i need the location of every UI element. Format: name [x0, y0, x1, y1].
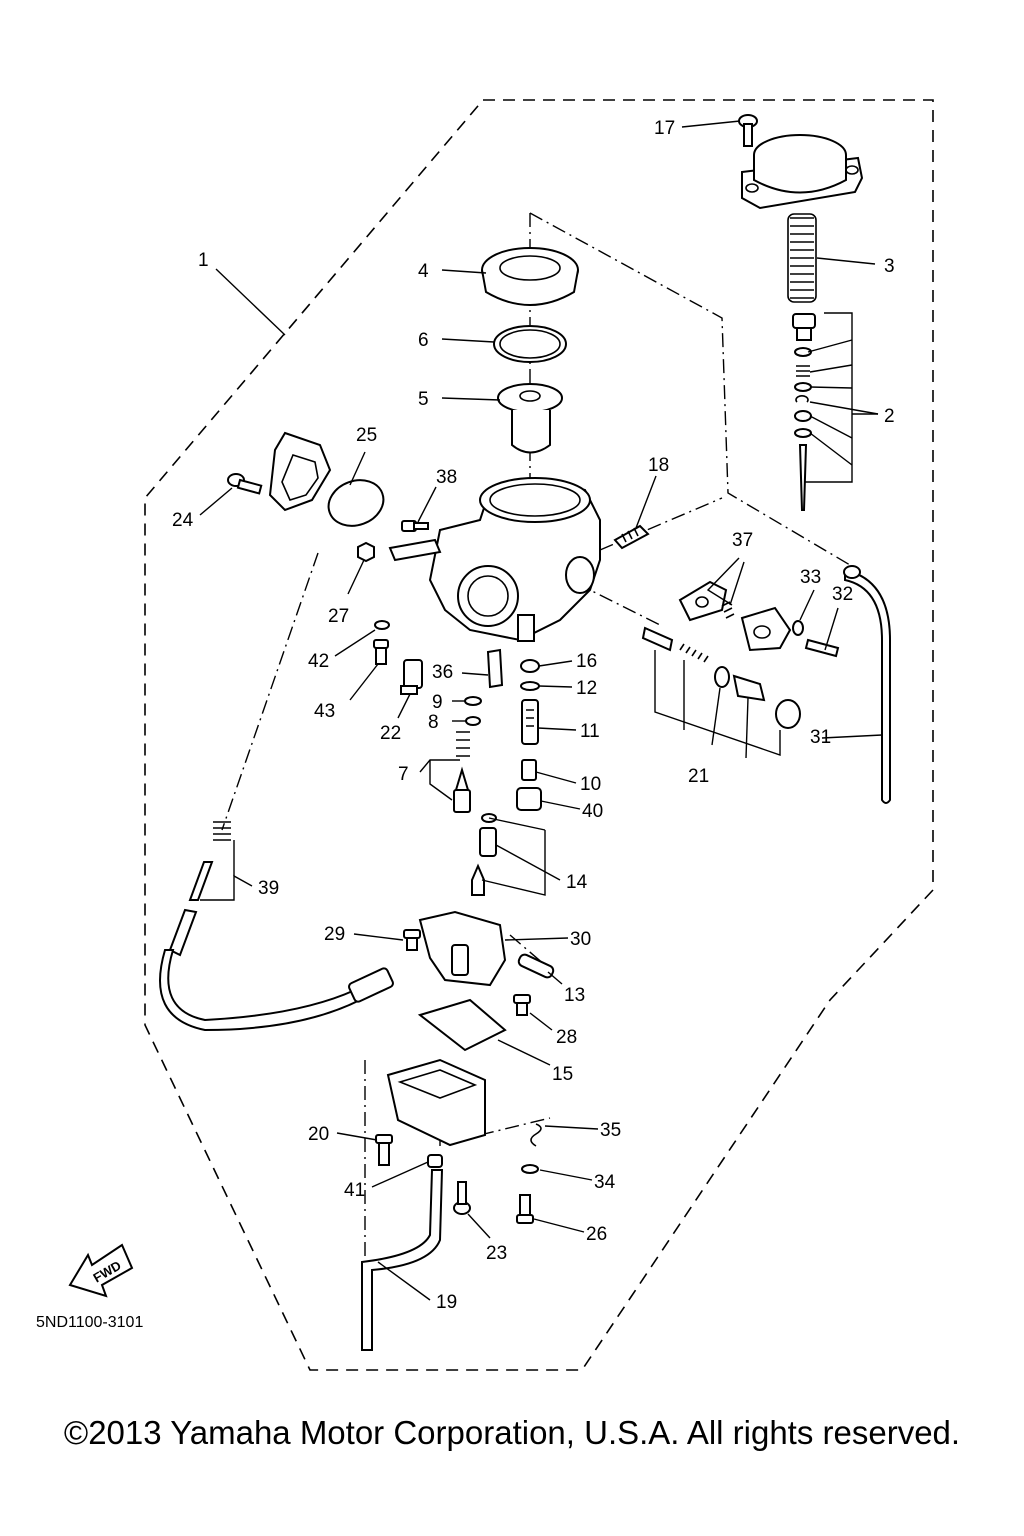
callout-38: 38: [436, 467, 457, 488]
drain-hose: [361, 1169, 444, 1351]
washer-34: [521, 1164, 539, 1174]
o-ring-9: [464, 696, 482, 706]
callout-15: 15: [552, 1064, 573, 1085]
callout-35: 35: [600, 1120, 621, 1141]
callout-29: 29: [324, 924, 345, 945]
callout-2: 2: [884, 406, 895, 427]
callout-6: 6: [418, 330, 429, 351]
callout-24: 24: [172, 510, 194, 531]
copyright-notice: ©2013 Yamaha Motor Corporation, U.S.A. A…: [63, 1414, 961, 1451]
assembly-boundary: [144, 99, 934, 1371]
screw-38: [401, 520, 429, 532]
callout-5: 5: [418, 389, 429, 410]
callout-41: 41: [344, 1180, 365, 1201]
callout-16: 16: [576, 651, 597, 672]
float-30: [418, 910, 507, 987]
o-ring: [493, 325, 567, 363]
callout-37: 37: [732, 530, 753, 551]
intake-flange: [268, 431, 332, 512]
callout-12: 12: [576, 678, 597, 699]
screw-18: [613, 524, 650, 550]
piston-spring: [787, 213, 817, 303]
callout-22: 22: [380, 723, 401, 744]
gasket-15: [417, 998, 507, 1052]
screw-29: [403, 929, 421, 951]
callout-14: 14: [566, 872, 588, 893]
callout-42: 42: [308, 651, 329, 672]
diaphragm: [481, 247, 579, 306]
callout-27: 27: [328, 606, 349, 627]
washer-8: [465, 716, 481, 726]
callout-28: 28: [556, 1027, 577, 1048]
screw-28: [513, 994, 531, 1016]
callout-9: 9: [432, 692, 443, 713]
throttle-piston: [497, 383, 563, 454]
callout-31: 31: [810, 727, 831, 748]
callout-8: 8: [428, 712, 439, 733]
callout-13: 13: [564, 985, 585, 1006]
callout-7: 7: [398, 764, 409, 785]
float-chamber: [386, 1058, 486, 1147]
screw-43: [373, 639, 389, 665]
pin-13: [517, 953, 555, 979]
screw-23: [453, 1181, 471, 1215]
callout-32: 32: [832, 584, 853, 605]
jet-36: [486, 648, 504, 689]
callout-10: 10: [580, 774, 601, 795]
callout-33: 33: [800, 567, 821, 588]
callout-34: 34: [594, 1172, 616, 1193]
callout-18: 18: [648, 455, 669, 476]
hose-31: [843, 565, 891, 804]
leader-lines: [199, 120, 883, 1301]
nut-27: [357, 541, 375, 563]
callout-30: 30: [570, 929, 591, 950]
callout-17: 17: [654, 118, 675, 139]
jet-22: [400, 659, 423, 695]
o-ring-25: [327, 479, 385, 527]
callout-4: 4: [418, 261, 429, 282]
carburetor-body: [388, 476, 601, 642]
needle-jet-stack: [516, 659, 542, 811]
callout-23: 23: [486, 1243, 507, 1264]
washer-42: [374, 620, 390, 630]
cover-33-block: [740, 606, 840, 658]
callout-numbers: 1 2 3 4 5 6 7 8 9 10 11 12 13 14 15 16 1…: [172, 118, 895, 1313]
callout-25: 25: [356, 425, 377, 446]
callout-20: 20: [308, 1124, 329, 1145]
reference-number: 5ND1100-3101: [36, 1314, 143, 1331]
callout-36: 36: [432, 662, 453, 683]
top-cover: [741, 134, 864, 210]
callout-19: 19: [436, 1292, 457, 1313]
callout-1: 1: [198, 250, 209, 271]
screw-26: [516, 1194, 534, 1224]
clamp-41: [427, 1154, 443, 1168]
callout-39: 39: [258, 878, 279, 899]
main-jet-set: [471, 813, 497, 896]
callout-3: 3: [884, 256, 895, 277]
screw-24: [227, 473, 263, 495]
callout-43: 43: [314, 701, 335, 722]
callout-21: 21: [688, 766, 709, 787]
cover-screw: [738, 114, 758, 147]
pilot-screw-set: [641, 626, 801, 729]
callout-11: 11: [580, 721, 600, 742]
jet-needle-set: [792, 313, 816, 511]
throttle-cable: [159, 821, 394, 1032]
float-valve-7: [453, 731, 471, 813]
screw-20: [375, 1134, 393, 1166]
fwd-arrow-icon: FWD: [68, 1243, 134, 1298]
callout-26: 26: [586, 1224, 607, 1245]
callout-40: 40: [582, 801, 603, 822]
clip-35: [530, 1123, 542, 1147]
